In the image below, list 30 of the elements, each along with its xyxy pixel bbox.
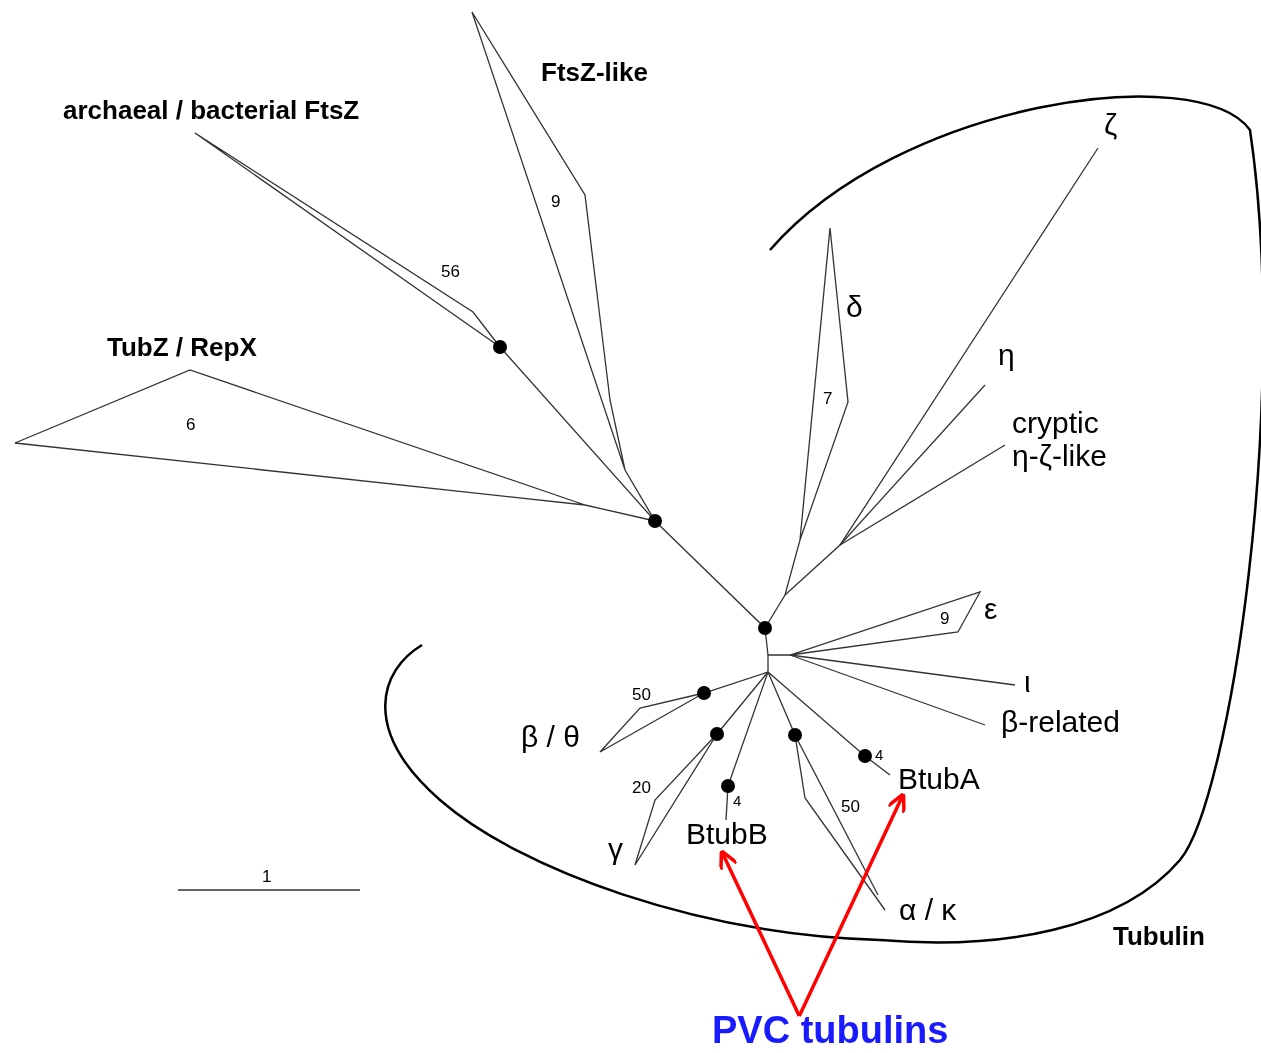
arrow	[797, 792, 906, 1017]
clade-label: η	[998, 338, 1015, 371]
clade-label: β-related	[1001, 705, 1120, 738]
bootstrap-value: 50	[841, 798, 860, 817]
bootstrap-value: 4	[875, 747, 884, 764]
clade-label: ζ	[1104, 108, 1118, 141]
clade-label: archaeal / bacterial FtsZ	[63, 96, 360, 125]
bootstrap-value: 9	[551, 193, 561, 212]
clade-label: cryptic η-ζ-like	[1012, 406, 1108, 472]
clade-label: BtubB	[686, 817, 768, 850]
group-label: Tubulin	[1113, 922, 1205, 951]
clade-label: γ	[608, 832, 623, 865]
bootstrap-value: 6	[186, 416, 196, 435]
bootstrap-value: 56	[441, 263, 460, 282]
clade-label: ι	[1024, 665, 1031, 698]
scale-label: 1	[262, 868, 272, 887]
clade-label: β / θ	[521, 720, 580, 753]
bootstrap-value: 20	[632, 779, 651, 798]
arrow	[719, 849, 801, 1017]
clade-label: BtubA	[898, 762, 980, 795]
clade-label: FtsZ-like	[541, 58, 648, 87]
bootstrap-value: 7	[823, 390, 833, 409]
clade-label: α / κ	[899, 893, 957, 926]
clade-label: TubZ / RepX	[107, 333, 257, 362]
clade-label: δ	[846, 290, 863, 323]
bootstrap-value: 50	[632, 686, 651, 705]
bootstrap-value: 4	[733, 793, 742, 810]
bootstrap-value: 9	[940, 610, 950, 629]
group-label: PVC tubulins	[712, 1010, 949, 1052]
clade-label: ε	[984, 592, 998, 625]
